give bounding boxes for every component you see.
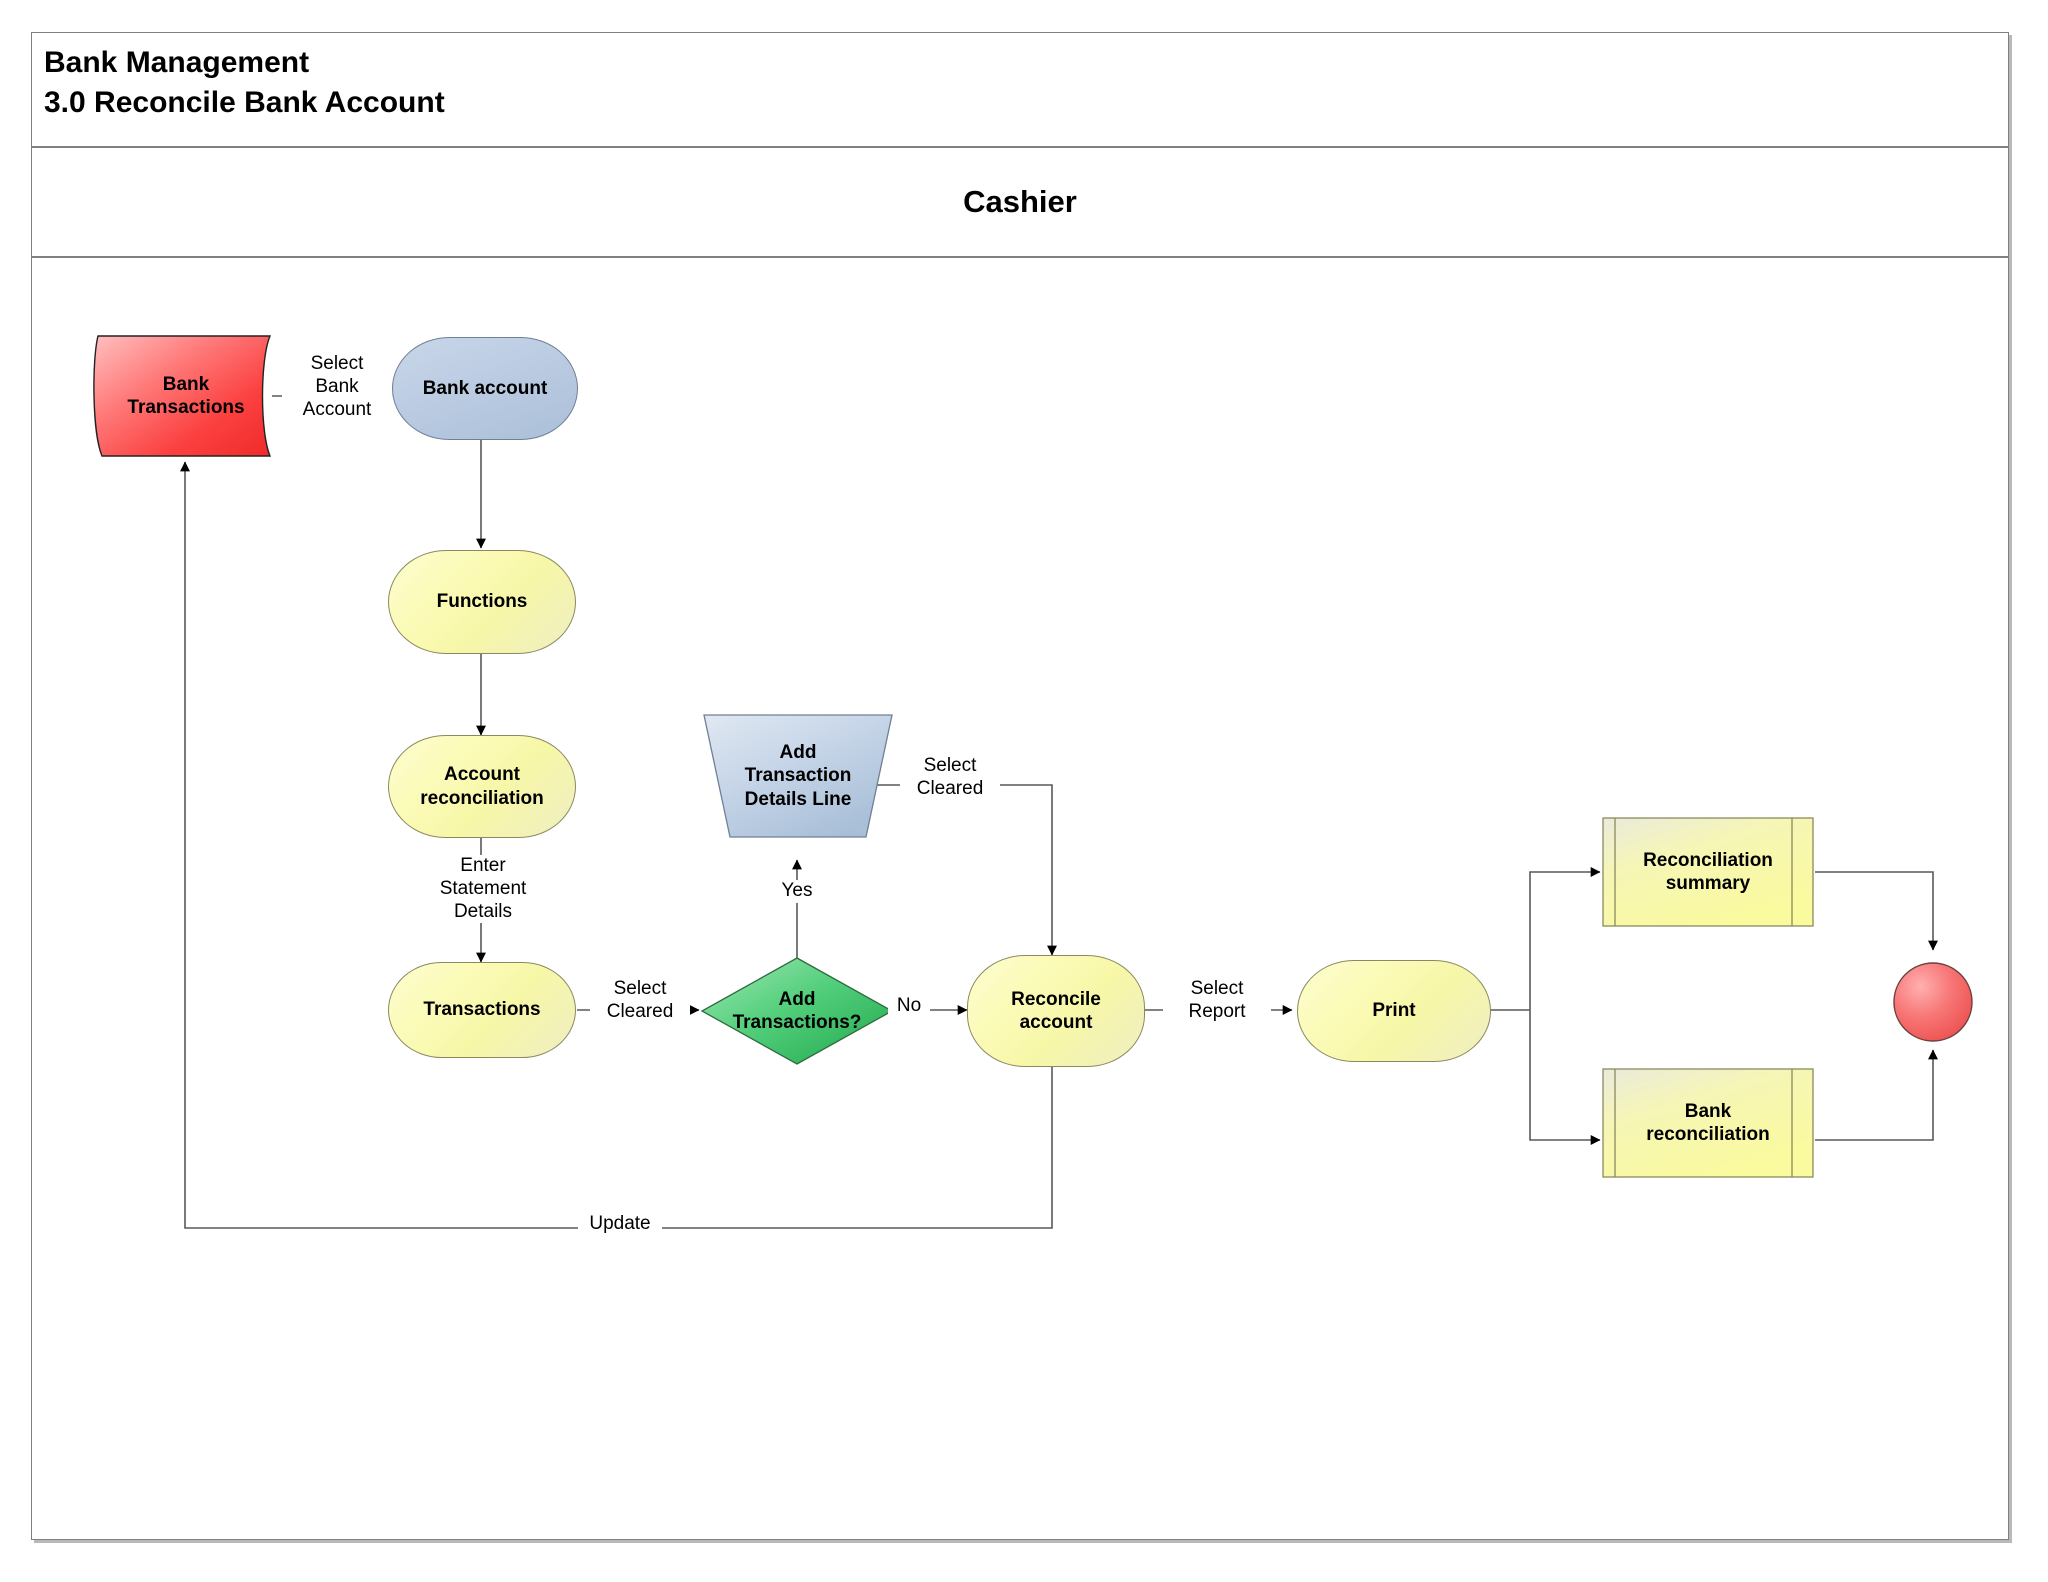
- node-label: Add Transactions?: [727, 988, 868, 1034]
- node-label: Add Transaction Details Line: [739, 741, 858, 811]
- node-label: Account reconciliation: [414, 763, 550, 809]
- add-transaction-details-line-1: Add: [779, 742, 817, 764]
- trapezoid-icon: [703, 714, 893, 838]
- reconciliation-summary-line-1: Reconciliation: [1643, 849, 1773, 871]
- edge-label-update: Update: [578, 1213, 662, 1236]
- edge-label-select-bank-account: Select Bank Account: [282, 353, 392, 422]
- node-label: Bank account: [422, 377, 548, 399]
- node-transactions[interactable]: Transactions: [388, 962, 576, 1058]
- node-label: Functions: [436, 591, 528, 613]
- add-transaction-details-line-2: Transaction: [744, 765, 852, 787]
- diagram-title-cell: Bank Management 3.0 Reconcile Bank Accou…: [31, 32, 2009, 147]
- node-bank-reconciliation[interactable]: Bank reconciliation: [1602, 1068, 1814, 1178]
- reconciliation-summary-line-2: summary: [1665, 873, 1751, 894]
- bank-reconciliation-line-1: Bank: [1684, 1100, 1732, 1122]
- node-account-reconciliation[interactable]: Account reconciliation: [388, 735, 576, 838]
- node-label: Bank Transactions: [121, 373, 250, 419]
- reconcile-account-line-2: account: [1019, 1012, 1093, 1033]
- account-reconciliation-line-2: reconciliation: [420, 787, 544, 809]
- bank-transactions-line-1: Bank: [162, 373, 210, 395]
- add-transaction-details-line-3: Details Line: [744, 788, 852, 810]
- edge-label-no: No: [888, 995, 930, 1018]
- node-bank-account[interactable]: Bank account: [392, 337, 578, 440]
- node-add-transaction-details-line[interactable]: Add Transaction Details Line: [700, 712, 896, 840]
- bank-reconciliation-line-2: reconciliation: [1646, 1124, 1770, 1145]
- reconcile-account-line-1: Reconcile: [1011, 988, 1101, 1010]
- predefined-process-icon: [1602, 817, 1814, 927]
- edge-label-select-cleared-details: Select Cleared: [900, 755, 1000, 801]
- bank-transactions-line-2: Transactions: [127, 397, 245, 418]
- end-circle-icon: [1893, 962, 1973, 1042]
- node-end[interactable]: [1891, 960, 1975, 1044]
- page-title-line-2: 3.0 Reconcile Bank Account: [44, 85, 445, 119]
- swimlane-header: Cashier: [31, 147, 2009, 257]
- add-transactions-line-2: Transactions?: [732, 1012, 862, 1033]
- node-label: Bank reconciliation: [1640, 1100, 1776, 1146]
- node-reconcile-account[interactable]: Reconcile account: [967, 955, 1145, 1067]
- node-print[interactable]: Print: [1297, 960, 1491, 1062]
- node-label: Transactions: [423, 999, 541, 1021]
- swimlane-label: Cashier: [963, 184, 1077, 219]
- node-reconciliation-summary[interactable]: Reconciliation summary: [1602, 817, 1814, 927]
- node-add-transactions-decision[interactable]: Add Transactions?: [699, 955, 895, 1067]
- edge-label-select-cleared-transactions: Select Cleared: [590, 978, 690, 1024]
- node-bank-transactions[interactable]: Bank Transactions: [92, 332, 280, 460]
- edge-label-yes: Yes: [764, 880, 830, 903]
- node-label: Print: [1372, 1000, 1416, 1022]
- account-reconciliation-line-1: Account: [444, 764, 520, 786]
- edge-label-enter-statement-details: Enter Statement Details: [408, 855, 558, 924]
- decision-diamond-icon: [700, 957, 894, 1065]
- page-title-line-1: Bank Management: [44, 46, 310, 79]
- node-label: Reconcile account: [1005, 988, 1107, 1034]
- node-label: Reconciliation summary: [1637, 849, 1779, 895]
- node-functions[interactable]: Functions: [388, 550, 576, 654]
- predefined-process-icon: [1602, 1068, 1814, 1178]
- add-transactions-line-1: Add: [778, 988, 816, 1010]
- data-tape-icon: [93, 335, 272, 457]
- edge-label-select-report: Select Report: [1163, 978, 1271, 1024]
